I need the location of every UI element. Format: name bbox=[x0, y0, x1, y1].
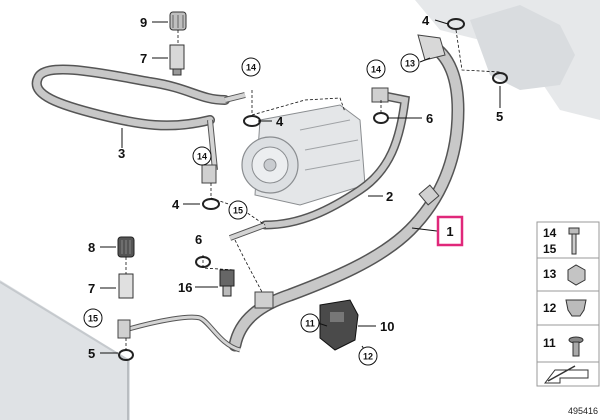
callout-13: 13 bbox=[400, 53, 420, 73]
svg-text:14: 14 bbox=[543, 226, 557, 240]
callout-4-top: 4 bbox=[422, 13, 430, 28]
ac-compressor bbox=[241, 104, 366, 206]
svg-text:15: 15 bbox=[543, 242, 557, 256]
svg-text:13: 13 bbox=[405, 59, 415, 69]
liquid-line bbox=[117, 314, 241, 353]
svg-text:12: 12 bbox=[363, 352, 373, 362]
callout-15-b: 15 bbox=[83, 308, 103, 328]
valve-core-7a bbox=[169, 44, 185, 76]
service-cap-9 bbox=[169, 11, 187, 31]
fastener-legend: 14 15 13 12 11 bbox=[536, 221, 600, 387]
pressure-sensor-16 bbox=[219, 269, 235, 297]
svg-text:11: 11 bbox=[543, 336, 556, 350]
callout-16: 16 bbox=[178, 280, 192, 295]
assembly-lines bbox=[125, 29, 501, 350]
callout-1: 1 bbox=[446, 224, 453, 239]
callout-2: 2 bbox=[386, 189, 393, 204]
orientation-arrow-icon bbox=[543, 365, 589, 384]
svg-text:13: 13 bbox=[543, 267, 557, 281]
callout-14-a: 14 bbox=[241, 57, 261, 77]
condenser-background bbox=[0, 280, 130, 420]
circled-callouts: 14 14 14 13 15 15 11 12 bbox=[83, 53, 420, 366]
service-cap-8 bbox=[117, 236, 135, 258]
legend-row-clip: 12 bbox=[543, 299, 587, 317]
callout-6-left: 6 bbox=[195, 232, 202, 247]
callout-1-highlighted[interactable]: 1 bbox=[436, 215, 464, 247]
legend-row-screw: 11 bbox=[543, 336, 584, 357]
callout-3: 3 bbox=[118, 146, 125, 161]
callout-14-c: 14 bbox=[192, 146, 212, 166]
callout-labels: 9 7 3 4 4 4 5 6 2 6 8 7 5 16 10 bbox=[88, 13, 503, 361]
callout-9: 9 bbox=[140, 15, 147, 30]
callout-4-left: 4 bbox=[172, 197, 180, 212]
callout-8: 8 bbox=[88, 240, 95, 255]
hose-3 bbox=[31, 64, 246, 184]
callout-6-right: 6 bbox=[426, 111, 433, 126]
svg-text:14: 14 bbox=[197, 152, 207, 162]
svg-text:12: 12 bbox=[543, 301, 557, 315]
callout-15-a: 15 bbox=[228, 200, 248, 220]
nut-icon bbox=[567, 264, 586, 286]
svg-text:15: 15 bbox=[233, 206, 243, 216]
callout-5-right: 5 bbox=[496, 109, 503, 124]
callout-12: 12 bbox=[358, 346, 378, 366]
svg-text:14: 14 bbox=[371, 65, 381, 75]
highlight-box bbox=[436, 215, 464, 247]
callout-11: 11 bbox=[300, 313, 320, 333]
valve-core-7b bbox=[118, 273, 134, 299]
callout-7-upper: 7 bbox=[140, 51, 147, 66]
svg-text:14: 14 bbox=[246, 63, 256, 73]
bolt-icon bbox=[568, 227, 580, 255]
svg-text:15: 15 bbox=[88, 314, 98, 324]
callout-7-lower: 7 bbox=[88, 281, 95, 296]
callout-14-b: 14 bbox=[366, 59, 386, 79]
screw-icon bbox=[568, 336, 584, 357]
bracket-10 bbox=[319, 299, 359, 351]
reference-number: 495416 bbox=[568, 406, 598, 416]
legend-row-bolt: 14 15 bbox=[543, 226, 580, 256]
callout-4-middle: 4 bbox=[276, 114, 284, 129]
hose-2 bbox=[228, 87, 410, 241]
svg-text:11: 11 bbox=[305, 319, 315, 329]
hose-1 bbox=[228, 34, 465, 352]
callout-10: 10 bbox=[380, 319, 394, 334]
engine-bay-background bbox=[415, 0, 600, 120]
legend-row-nut: 13 bbox=[543, 264, 586, 286]
callout-5-left: 5 bbox=[88, 346, 95, 361]
clip-icon bbox=[565, 299, 587, 317]
